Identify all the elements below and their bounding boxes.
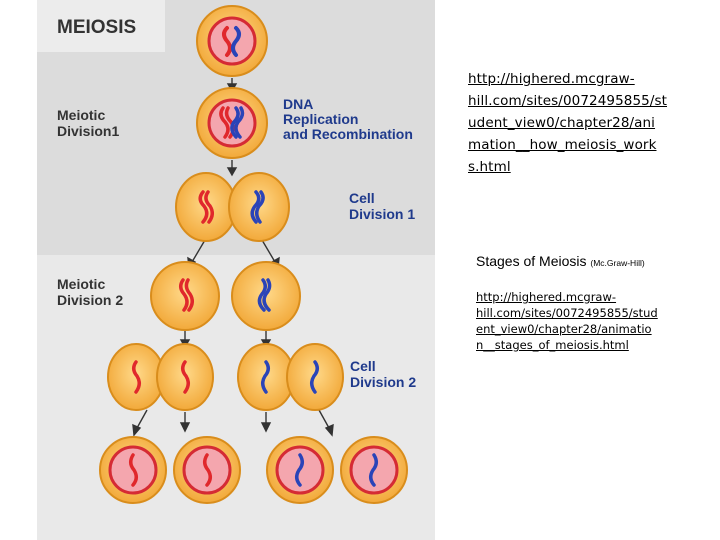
- caption-source: (Mc.Graw-Hill): [590, 258, 645, 268]
- link2-line: hill.com/sites/0072495855/stud: [476, 306, 658, 320]
- cell-replication: [196, 87, 268, 159]
- label-meiotic-division-2: Meiotic Division 2: [57, 276, 123, 308]
- daughter-cell-2: [173, 436, 241, 504]
- label-dna-replication: DNA Replication and Recombination: [283, 96, 413, 142]
- cell-division-2-left: [150, 261, 220, 331]
- cell-division-1-pair: [175, 172, 290, 242]
- link1-line: http://highered.mcgraw-: [468, 71, 635, 87]
- meiosis-diagram: MEIOSIS Meiotic Division1 Meiotic Divisi…: [37, 0, 435, 540]
- label-meiotic-division-1: Meiotic Division1: [57, 107, 119, 139]
- daughter-cell-3: [266, 436, 334, 504]
- cell-division-2-pair-right: [237, 343, 344, 411]
- title-box: [37, 0, 165, 52]
- animation-link-how-meiosis-works[interactable]: http://highered.mcgraw- hill.com/sites/0…: [468, 68, 690, 178]
- stages-caption: Stages of Meiosis (Mc.Graw-Hill): [476, 253, 716, 269]
- link1-line: hill.com/sites/0072495855/st: [468, 93, 668, 109]
- link1-line: mation__how_meiosis_work: [468, 137, 657, 153]
- link2-line: http://highered.mcgraw-: [476, 290, 617, 304]
- daughter-cell-4: [340, 436, 408, 504]
- cell-division-2-pair-left: [107, 343, 214, 411]
- diagram-title: MEIOSIS: [57, 17, 136, 38]
- caption-title: Stages of Meiosis: [476, 253, 587, 269]
- label-cell-division-1: Cell Division 1: [349, 190, 415, 222]
- daughter-cell-1: [99, 436, 167, 504]
- cell-division-2-right: [231, 261, 301, 331]
- cell-parent: [196, 5, 268, 77]
- link2-line: n__stages_of_meiosis.html: [476, 338, 629, 352]
- link2-line: ent_view0/chapter28/animatio: [476, 322, 652, 336]
- link1-line: udent_view0/chapter28/ani: [468, 115, 656, 131]
- label-cell-division-2: Cell Division 2: [350, 358, 416, 390]
- animation-link-stages-of-meiosis[interactable]: http://highered.mcgraw- hill.com/sites/0…: [476, 289, 676, 353]
- link1-line: s.html: [468, 159, 511, 175]
